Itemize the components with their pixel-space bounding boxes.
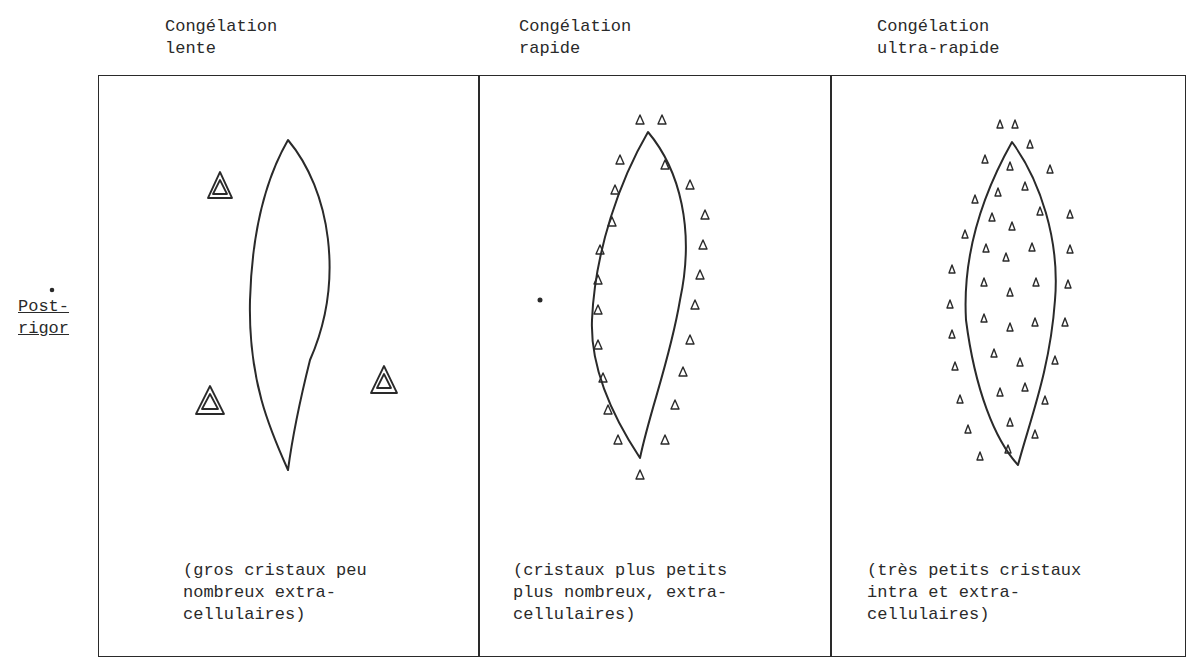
table-cell: Congélation rapide(cristaux plus petits …: [478, 75, 832, 657]
tiny-crystals: [947, 120, 1073, 460]
column-heading: Congélation rapide: [519, 16, 652, 60]
cell-caption: (gros cristaux peu nombreux extra-cellul…: [183, 560, 377, 626]
speck: [539, 299, 542, 302]
large-crystals: [196, 172, 397, 414]
column-heading: Congélation lente: [165, 16, 298, 60]
small-crystals: [594, 115, 709, 479]
muscle-cell: [250, 140, 330, 470]
column-heading: Congélation ultra-rapide: [877, 16, 1010, 60]
speck: [51, 289, 54, 292]
table-cell: Congélation ultra-rapide(très petits cri…: [830, 75, 1186, 657]
cell-caption: (très petits cristaux intra et extra-cel…: [867, 560, 1091, 626]
row-label: Post-rigor: [18, 296, 79, 340]
muscle-cell: [966, 142, 1056, 465]
cell-caption: (cristaux plus petits plus nombreux, ext…: [513, 560, 737, 626]
table-cell: Congélation lente(gros cristaux peu nomb…: [98, 75, 480, 657]
